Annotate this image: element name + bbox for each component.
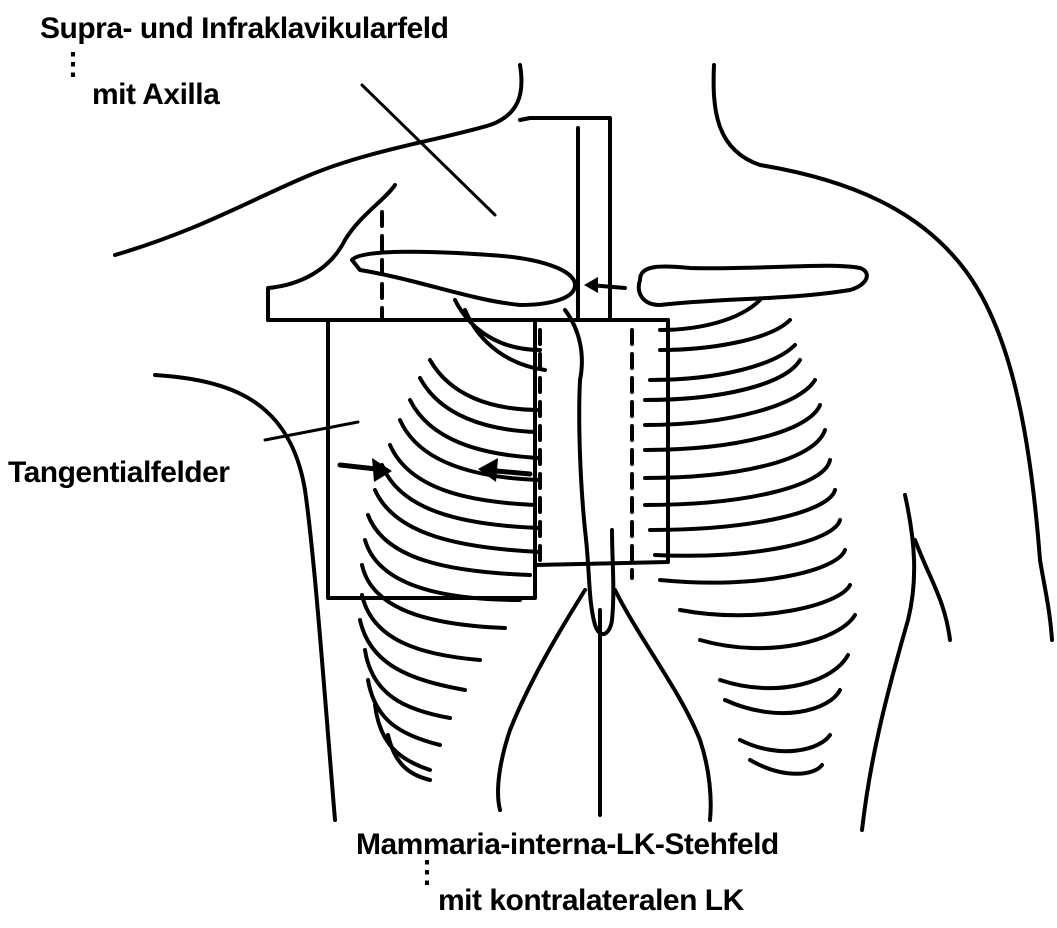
sternum <box>565 310 613 634</box>
right-costal-margin <box>615 590 711 820</box>
right-neck-outline <box>714 65 1052 640</box>
supra-infraclavicular-label: Supra- und Infraklavikularfeld <box>40 12 448 46</box>
contralateral-nodes-label: mit kontralateralen LK <box>438 884 744 918</box>
arrowhead-left <box>478 458 498 482</box>
left-costal-margin <box>498 590 585 810</box>
internal-mammary-field-box <box>535 320 668 565</box>
tangential-fields-label: Tangentialfelder <box>8 456 229 490</box>
axilla-label: mit Axilla <box>92 78 219 112</box>
arrowhead-clavicle <box>584 277 598 293</box>
dotted-connector-bottom: ⋮ <box>412 868 442 878</box>
right-arm-outline <box>862 495 914 830</box>
dotted-connector: ⋮ <box>58 60 88 70</box>
left-arm-outline <box>155 375 335 820</box>
right-clavicle <box>639 266 867 305</box>
left-clavicle <box>352 252 575 305</box>
left-ribs <box>360 300 545 780</box>
right-torso-inner <box>915 540 950 640</box>
right-ribs <box>645 300 855 774</box>
